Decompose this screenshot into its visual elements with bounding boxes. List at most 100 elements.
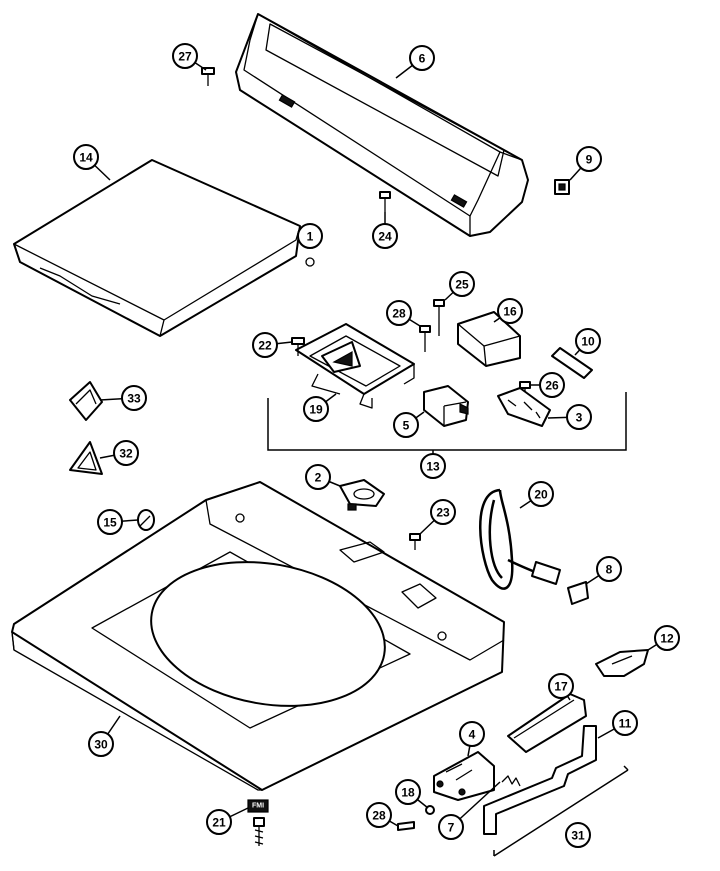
screw-icon xyxy=(433,299,445,336)
clamp-icon xyxy=(595,649,649,677)
callout-circle xyxy=(393,412,419,438)
callout-label: 16 xyxy=(503,305,517,319)
callout-label: 18 xyxy=(401,786,415,800)
callout-label: 20 xyxy=(534,488,548,502)
callout-20: 20 xyxy=(528,481,554,507)
callout-label: 33 xyxy=(127,392,141,406)
callout-circle xyxy=(113,440,139,466)
callout-label: 9 xyxy=(586,153,593,167)
callout-label: 21 xyxy=(212,816,226,830)
callout-circle xyxy=(654,625,680,651)
callout-circle xyxy=(565,822,591,848)
callout-label: 26 xyxy=(545,379,559,393)
callout-circle xyxy=(303,396,329,422)
screw-icon xyxy=(379,191,391,212)
callout-circle xyxy=(575,328,601,354)
callout-circle xyxy=(206,809,232,835)
fuse-tag-icon: FMI xyxy=(247,799,269,813)
callout-label: 27 xyxy=(178,50,192,64)
relay-icon xyxy=(457,311,521,367)
lever-icon xyxy=(507,693,587,753)
hinge-clip-icon xyxy=(339,479,385,511)
callout-label: 13 xyxy=(426,460,440,474)
callout-11: 11 xyxy=(612,710,638,736)
callout-label: 32 xyxy=(119,447,133,461)
callout-label: 2 xyxy=(315,471,322,485)
callout-circle xyxy=(252,332,278,358)
clip-icon xyxy=(554,179,570,195)
callout-circle xyxy=(386,300,412,326)
callout-3: 3 xyxy=(566,404,592,430)
callout-circle xyxy=(497,298,523,324)
callout-circle xyxy=(73,144,99,170)
callout-circle xyxy=(459,721,485,747)
callout-1: 1 xyxy=(297,223,323,249)
triangle-clip-icon xyxy=(69,381,103,421)
fuse-icon xyxy=(551,347,593,379)
callout-label: 17 xyxy=(554,680,568,694)
ring-clip-icon xyxy=(69,441,103,475)
callout-circle xyxy=(420,453,446,479)
callout-circle xyxy=(430,499,456,525)
lid-switch-rod-icon xyxy=(483,725,597,835)
callout-circle xyxy=(612,710,638,736)
callout-label: 24 xyxy=(378,230,392,244)
callout-16: 16 xyxy=(497,298,523,324)
callout-label: 22 xyxy=(258,339,272,353)
terminal-block-icon xyxy=(497,387,551,427)
callout-label: 10 xyxy=(581,335,595,349)
callout-label: 7 xyxy=(448,821,455,835)
callout-17: 17 xyxy=(548,673,574,699)
callout-28: 28 xyxy=(386,300,412,326)
callout-circle xyxy=(88,731,114,757)
callout-label: 12 xyxy=(660,632,674,646)
callout-6: 6 xyxy=(409,45,435,71)
screw-icon xyxy=(253,817,265,846)
callout-circle xyxy=(372,223,398,249)
screw-icon xyxy=(397,821,415,831)
callout-label: 19 xyxy=(309,403,323,417)
callout-13: 13 xyxy=(420,453,446,479)
callout-circle xyxy=(121,385,147,411)
fuse-tag-label: FMI xyxy=(252,803,264,810)
switch-icon xyxy=(423,385,469,427)
callout-4: 4 xyxy=(459,721,485,747)
callout-32: 32 xyxy=(113,440,139,466)
callout-7: 7 xyxy=(438,814,464,840)
callout-10: 10 xyxy=(575,328,601,354)
callout-22: 22 xyxy=(252,332,278,358)
spring-icon xyxy=(501,775,521,787)
callout-circle xyxy=(409,45,435,71)
callout-30: 30 xyxy=(88,731,114,757)
switch-bracket-icon xyxy=(295,323,415,409)
callout-label: 11 xyxy=(619,717,632,731)
callout-label: 28 xyxy=(372,809,386,823)
callout-label: 14 xyxy=(79,151,93,165)
control-panel-housing-icon xyxy=(235,13,529,237)
callout-label: 4 xyxy=(469,728,476,742)
callout-26: 26 xyxy=(539,372,565,398)
callout-circle xyxy=(548,673,574,699)
callout-24: 24 xyxy=(372,223,398,249)
callout-circle xyxy=(297,223,323,249)
connector-icon xyxy=(567,581,589,605)
callout-circle xyxy=(566,404,592,430)
assembly-bracket-line xyxy=(493,765,629,857)
callout-21: 21 xyxy=(206,809,232,835)
power-cord-icon xyxy=(479,488,561,590)
callout-circle xyxy=(539,372,565,398)
screw-icon xyxy=(419,325,431,352)
callout-2: 2 xyxy=(305,464,331,490)
callout-label: 31 xyxy=(571,829,585,843)
callout-label: 3 xyxy=(576,411,583,425)
callout-27: 27 xyxy=(172,43,198,69)
screw-icon xyxy=(201,67,215,86)
lid-icon xyxy=(13,159,315,337)
plug-icon xyxy=(137,509,155,531)
callout-23: 23 xyxy=(430,499,456,525)
callout-circle xyxy=(172,43,198,69)
callout-33: 33 xyxy=(121,385,147,411)
callout-25: 25 xyxy=(449,271,475,297)
callout-circle xyxy=(366,802,392,828)
